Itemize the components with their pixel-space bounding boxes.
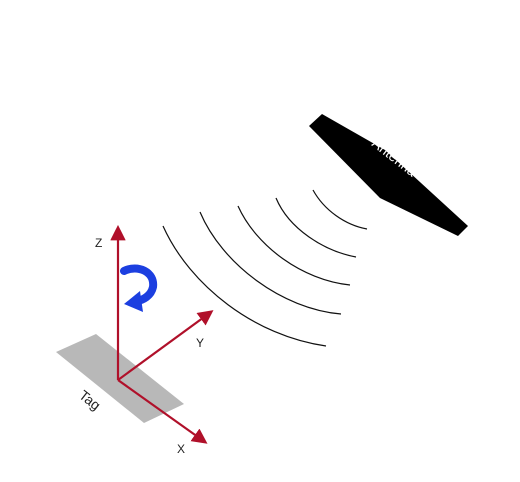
antenna-shape <box>309 114 468 236</box>
y-axis-label: Y <box>196 336 204 350</box>
wave-3 <box>237 205 351 286</box>
wave-5 <box>312 189 368 230</box>
wave-4 <box>275 197 357 258</box>
x-axis-label: X <box>177 442 185 456</box>
radio-waves <box>162 189 368 347</box>
wave-2 <box>199 211 342 315</box>
x-axis <box>117 379 208 444</box>
curved-rotation-arrow-icon <box>120 264 158 312</box>
tag-label: Tag <box>76 387 104 414</box>
y-axis <box>117 310 214 381</box>
z-axis-label: Z <box>95 236 102 250</box>
wave-1 <box>162 225 327 347</box>
